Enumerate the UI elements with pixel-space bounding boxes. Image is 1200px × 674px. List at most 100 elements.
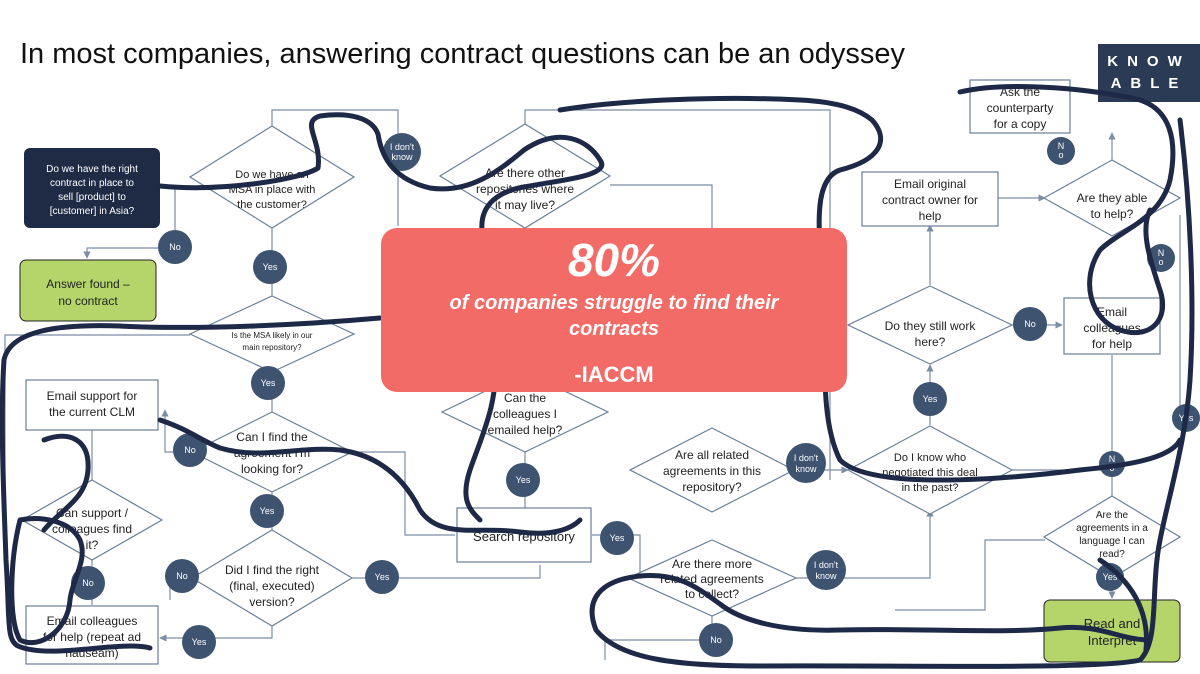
language-diamond: Are the agreements in a language I can r…	[1042, 495, 1182, 579]
right-version-diamond: Did I find the right (final, executed) v…	[190, 529, 354, 627]
svg-text:language I can: language I can	[1079, 536, 1145, 547]
svg-text:N: N	[1158, 248, 1165, 258]
svg-text:No: No	[176, 571, 188, 581]
svg-text:read?: read?	[1099, 549, 1125, 560]
svg-text:the customer?: the customer?	[237, 199, 307, 211]
badge-no: No	[1013, 307, 1047, 341]
svg-text:Yes: Yes	[263, 262, 278, 272]
page-title: In most companies, answering contract qu…	[20, 38, 905, 70]
email-colleagues-repeat-box: Email colleagues for help (repeat ad nau…	[25, 605, 159, 665]
svg-text:colleagues I: colleagues I	[493, 407, 557, 421]
svg-text:contract in place to: contract in place to	[50, 178, 134, 189]
decision-badges: No Yes Yes No Yes No Yes No Yes I don'tk…	[71, 133, 1200, 659]
badge-yes: Yes	[506, 463, 540, 497]
svg-text:no contract: no contract	[58, 294, 118, 308]
badge-yes: Yes	[913, 382, 947, 416]
svg-text:[customer] in Asia?: [customer] in Asia?	[50, 206, 135, 217]
badge-yes: Yes	[182, 625, 216, 659]
email-support-box: Email support for the current CLM	[25, 379, 159, 431]
email-owner-box: Email original contract owner for help	[861, 171, 999, 227]
badge-yes: Yes	[250, 494, 284, 528]
svg-text:to help?: to help?	[1091, 207, 1134, 221]
svg-text:I don't: I don't	[390, 142, 415, 152]
badge-yes: Yes	[1096, 563, 1124, 591]
svg-text:No: No	[1024, 319, 1036, 329]
svg-text:Are the: Are the	[1096, 510, 1129, 521]
svg-text:Email: Email	[1097, 305, 1127, 319]
svg-text:Do we have the right: Do we have the right	[46, 164, 138, 175]
svg-text:Is the MSA likely in our: Is the MSA likely in our	[232, 331, 313, 340]
svg-text:MSA in place with: MSA in place with	[229, 184, 316, 196]
svg-text:Can the: Can the	[504, 391, 546, 405]
svg-text:No: No	[710, 635, 722, 645]
badge-yes: Yes	[600, 521, 634, 555]
svg-text:sell [product] to: sell [product] to	[58, 192, 126, 203]
badge-no: No	[173, 433, 207, 467]
svg-text:the current CLM: the current CLM	[49, 405, 135, 419]
svg-text:o: o	[1158, 257, 1163, 267]
svg-text:agreements in a: agreements in a	[1076, 523, 1148, 534]
svg-text:Answer found –: Answer found –	[46, 277, 130, 291]
other-repos-diamond: Are there other repositories where it ma…	[438, 123, 612, 229]
logo-line-1: KNOW	[1107, 53, 1191, 70]
svg-text:Yes: Yes	[610, 533, 625, 543]
msa-check-diamond: Do we have an MSA in place with the cust…	[188, 125, 356, 229]
who-negotiated-diamond: Do I know who negotiated this deal in th…	[846, 425, 1014, 515]
svg-text:Yes: Yes	[375, 572, 390, 582]
svg-text:help: help	[919, 209, 942, 223]
svg-text:Are all related: Are all related	[675, 448, 749, 462]
badge-no: No	[165, 559, 199, 593]
svg-text:Can I find the: Can I find the	[236, 430, 308, 444]
svg-text:Yes: Yes	[1103, 572, 1118, 582]
svg-text:for help: for help	[1092, 337, 1132, 351]
svg-text:Did I find the right: Did I find the right	[225, 563, 320, 577]
badge-yes: Yes	[365, 560, 399, 594]
svg-text:know: know	[795, 464, 817, 474]
more-related-diamond: Are there more related agreements to col…	[626, 539, 798, 617]
svg-text:I don't: I don't	[794, 453, 819, 463]
svg-text:N: N	[1109, 454, 1116, 464]
statistic-text: of companies struggle to find their cont…	[449, 292, 779, 340]
svg-text:Do they still work: Do they still work	[885, 319, 977, 333]
svg-text:No: No	[82, 578, 94, 588]
svg-text:Yes: Yes	[516, 475, 531, 485]
svg-text:counterparty: counterparty	[987, 101, 1054, 115]
answer-found-box: Answer found – no contract	[19, 259, 157, 322]
svg-text:Yes: Yes	[923, 394, 938, 404]
svg-text:Can support /: Can support /	[56, 506, 129, 520]
svg-text:for help (repeat ad: for help (repeat ad	[43, 630, 141, 644]
svg-text:Email original: Email original	[894, 177, 966, 191]
svg-text:negotiated this deal: negotiated this deal	[882, 467, 977, 479]
svg-text:it?: it?	[86, 538, 99, 552]
svg-text:agreements in this: agreements in this	[663, 464, 761, 478]
start-question-box: Do we have the right contract in place t…	[24, 148, 160, 228]
svg-text:in the past?: in the past?	[902, 482, 959, 494]
svg-text:main repository?: main repository?	[242, 343, 302, 352]
svg-text:Yes: Yes	[192, 637, 207, 647]
svg-text:Are there other: Are there other	[485, 166, 565, 180]
logo-line-2: ABLE	[1110, 75, 1188, 92]
svg-text:No: No	[169, 242, 181, 252]
svg-text:I don't: I don't	[814, 560, 839, 570]
svg-text:emailed help?: emailed help?	[488, 423, 563, 437]
badge-yes: Yes	[251, 366, 285, 400]
svg-text:Read and: Read and	[1084, 616, 1140, 631]
svg-text:contract owner for: contract owner for	[882, 193, 978, 207]
svg-text:Do I know who: Do I know who	[894, 452, 966, 464]
svg-text:repository?: repository?	[682, 480, 742, 494]
svg-text:o: o	[1058, 150, 1063, 160]
statistic-banner: 80% of companies struggle to find their …	[381, 228, 847, 392]
statistic-percent: 80%	[567, 234, 661, 286]
badge-no-split: No	[1047, 137, 1075, 165]
svg-text:version?: version?	[249, 595, 295, 609]
svg-text:N: N	[1058, 141, 1065, 151]
badge-yes: Yes	[253, 250, 287, 284]
support-find-diamond: Can support / colleagues find it?	[20, 479, 164, 561]
svg-text:Are there more: Are there more	[672, 557, 752, 571]
svg-text:know: know	[391, 152, 413, 162]
svg-text:Yes: Yes	[260, 506, 275, 516]
